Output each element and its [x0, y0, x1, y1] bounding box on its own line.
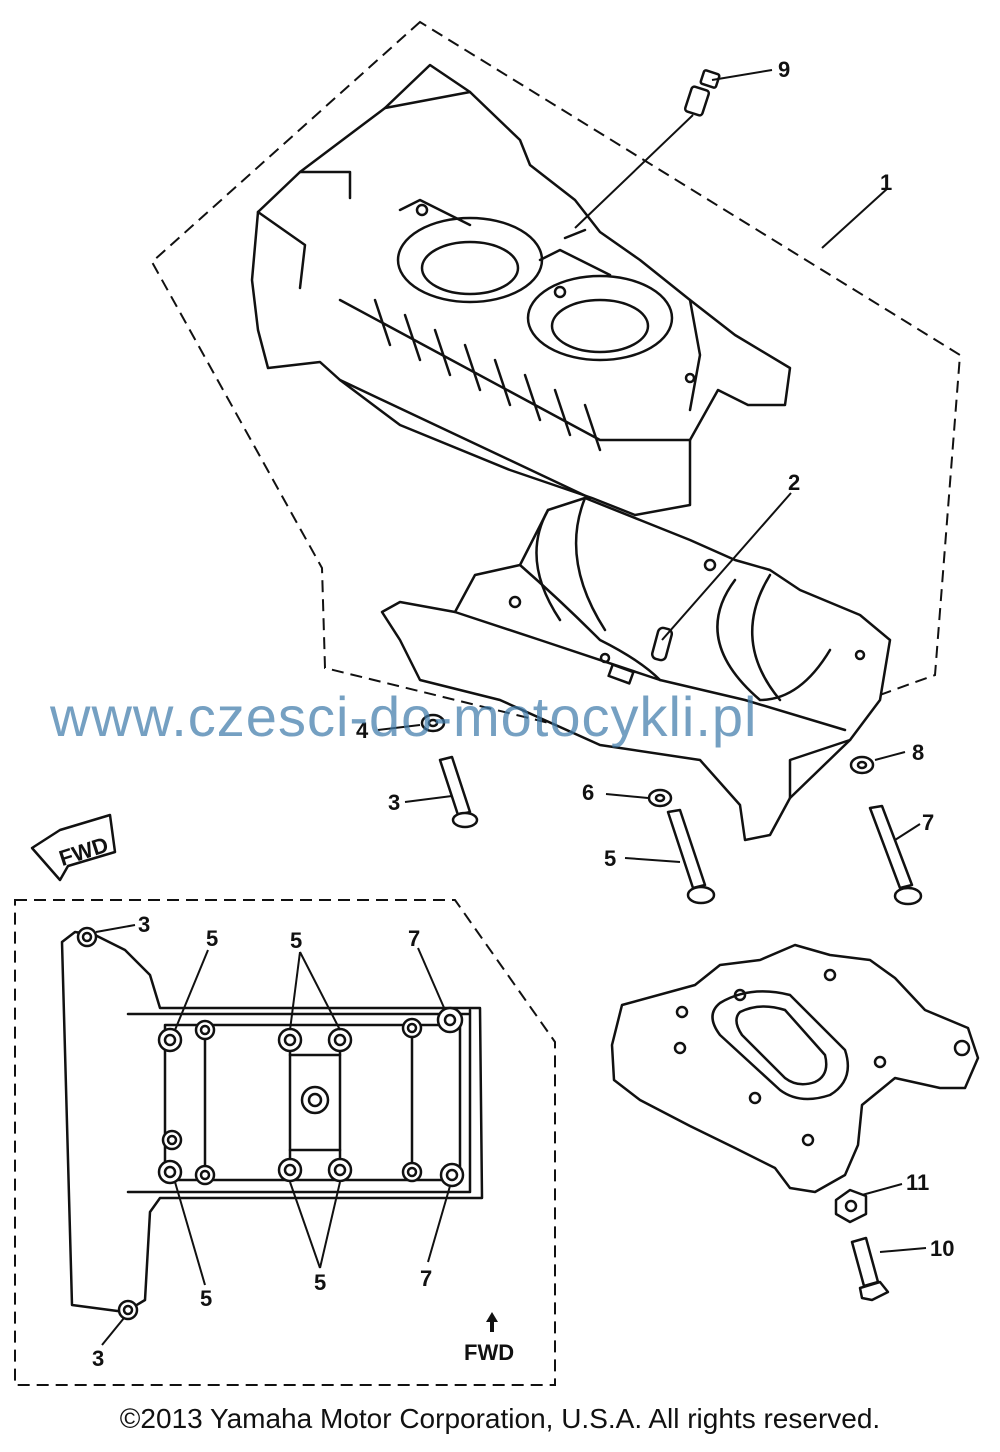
inset-fwd-label: FWD — [464, 1340, 514, 1365]
callout-1: 1 — [880, 170, 892, 195]
callout-2: 2 — [788, 470, 800, 495]
callout-4: 4 — [356, 718, 369, 743]
inset-callout-5-c: 5 — [200, 1286, 212, 1311]
bolt-10 — [850, 1236, 890, 1302]
fwd-arrow-tag: FWD — [30, 813, 117, 882]
fwd-up-arrow-icon — [486, 1312, 498, 1332]
inset-callout-7-bot: 7 — [420, 1266, 432, 1291]
bolt-3 — [438, 755, 479, 829]
cover-plate — [610, 943, 980, 1194]
callout-5: 5 — [604, 846, 616, 871]
callout-labels: 9 1 2 4 3 6 5 8 7 11 10 — [356, 57, 954, 1261]
inset-callout-7-top: 7 — [408, 926, 420, 951]
inset-callout-5-b: 5 — [290, 928, 302, 953]
washer-4 — [420, 713, 446, 733]
washer-8 — [849, 755, 875, 775]
nut-11 — [834, 1188, 868, 1224]
callout-11: 11 — [906, 1170, 929, 1195]
callout-leaders — [377, 69, 927, 1253]
inset-leaders — [95, 924, 451, 1346]
plug-part-9 — [683, 69, 721, 117]
washer-6 — [647, 788, 673, 808]
upper-crankcase — [250, 63, 792, 517]
bolt-5 — [666, 808, 716, 905]
callout-10: 10 — [930, 1236, 954, 1261]
inset-bolt-holes — [76, 926, 465, 1321]
inset-callout-3-bot: 3 — [92, 1346, 104, 1371]
copyright-notice: ©2013 Yamaha Motor Corporation, U.S.A. A… — [119, 1403, 881, 1434]
callout-8: 8 — [912, 740, 924, 765]
inset-callout-5-d: 5 — [314, 1270, 326, 1295]
lower-crankcase — [380, 496, 892, 842]
callout-3: 3 — [388, 790, 400, 815]
callout-7: 7 — [922, 810, 934, 835]
callout-6: 6 — [582, 780, 594, 805]
inset-callout-5-a: 5 — [206, 926, 218, 951]
bolt-7 — [868, 804, 923, 906]
callout-9: 9 — [778, 57, 790, 82]
watermark-url: www.czesci-do-motocykli.pl — [50, 685, 758, 748]
bottom-view-inset: 3 5 5 7 5 5 7 3 FWD — [14, 899, 556, 1386]
inset-callout-3-top: 3 — [138, 912, 150, 937]
assembly-boundary — [150, 20, 962, 762]
